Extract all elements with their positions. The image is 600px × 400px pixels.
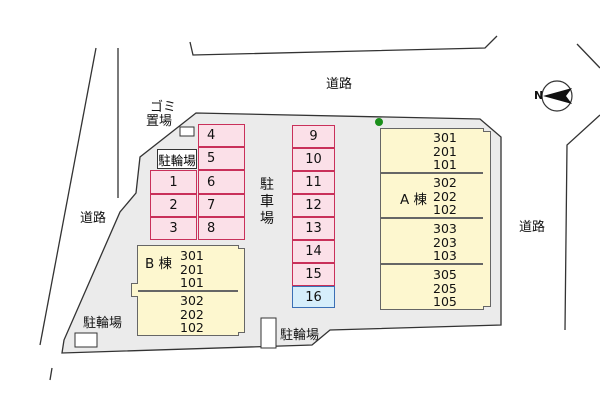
building-a-row-2 [380,173,484,218]
garbage-box [179,126,195,137]
compass [541,80,573,112]
road-edge-right-2 [564,114,600,331]
road-label-right: 道路 [519,220,546,235]
car-parking-label-text: 駐車場 [260,177,274,227]
road-edge-right-1 [576,43,600,69]
building-b-units-2: 302 202 102 [180,294,204,335]
parking-slot-7: 7 [198,194,245,217]
building-a-row-4 [380,264,484,310]
road-edge-top [189,35,498,56]
building-b-row-1 [137,245,239,291]
building-a-row-3 [380,218,484,264]
parking-slot-1: 1 [150,170,197,194]
road-label-top: 道路 [326,77,353,92]
road-edge-left-3 [49,367,53,381]
parking-slot-5: 5 [198,147,245,170]
bike-parking-top: 駐輪場 [157,149,197,169]
parking-slot-13: 13 [292,217,335,240]
unit-a-201: 201 [433,143,457,159]
building-a-side [483,131,491,307]
unit-b-102: 102 [180,320,204,335]
unit-a-103: 103 [433,248,457,263]
building-b-side [238,248,245,333]
building-a-units-2: 302 202 102 [433,176,457,217]
parking-slot-15: 15 [292,263,335,286]
car-parking-label: 駐車場 [259,177,275,228]
parking-slot-9: 9 [292,125,335,148]
unit-b-302: 302 [180,293,204,308]
building-b-row-2 [137,291,239,336]
parking-slot-16: 16 [292,286,335,308]
building-a-units-4: 305 205 105 [433,268,457,309]
garbage-label-line1: ゴミ [150,100,177,115]
marker-point [375,118,383,126]
unit-b-301: 301 [180,248,204,263]
parking-slot-4: 4 [198,124,245,147]
building-a-row-1 [380,128,484,173]
parking-slot-6: 6 [198,170,245,194]
building-b-entry [131,283,138,297]
parking-slot-12: 12 [292,194,335,217]
bike-shelter-bottom [260,317,277,349]
building-b-name: B 棟 [145,256,173,272]
unit-b-101: 101 [180,275,204,290]
building-a-units-3: 303 203 103 [433,222,457,263]
parking-slot-14: 14 [292,240,335,263]
road-label-left: 道路 [80,211,107,226]
unit-a-301: 301 [433,130,457,145]
parking-slot-8: 8 [198,217,245,240]
building-a-name: A 棟 [400,192,428,208]
bike-box-left [74,332,98,348]
parking-slot-2: 2 [150,194,197,217]
unit-a-205: 205 [433,280,457,296]
unit-b-201: 201 [180,261,204,277]
unit-a-302: 302 [433,175,457,190]
bike-parking-bottom-label: 駐輪場 [280,328,320,343]
parking-slot-11: 11 [292,171,335,194]
unit-b-202: 202 [180,306,204,322]
bike-parking-left-label: 駐輪場 [83,316,123,331]
unit-a-305: 305 [433,267,457,282]
unit-a-102: 102 [433,202,457,217]
unit-a-303: 303 [433,221,457,236]
compass-north-label: N [534,89,544,102]
unit-a-101: 101 [433,157,457,172]
unit-a-105: 105 [433,294,457,309]
garbage-label-line2: 置場 [146,114,173,129]
building-b-units-1: 301 201 101 [180,249,204,290]
parking-slot-3: 3 [150,217,197,240]
road-edge-left-1 [39,47,97,346]
building-a-units-1: 301 201 101 [433,131,457,172]
unit-a-203: 203 [433,234,457,250]
parking-slot-10: 10 [292,148,335,171]
bike-parking-top-label: 駐輪場 [158,152,196,168]
unit-a-202: 202 [433,188,457,204]
